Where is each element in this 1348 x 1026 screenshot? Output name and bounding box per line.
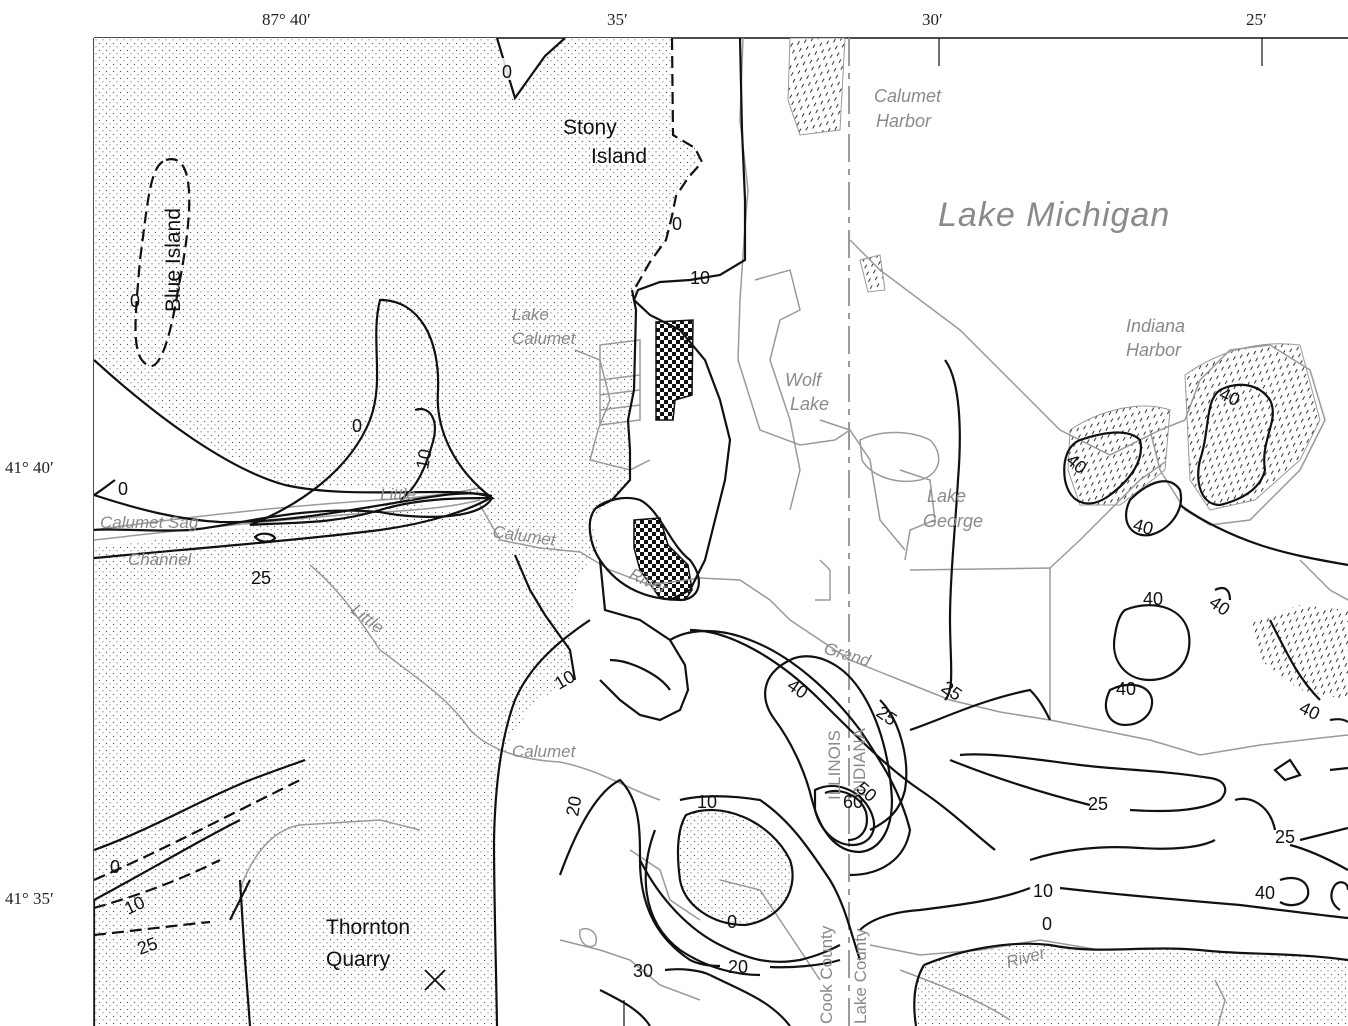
- calumet-sag-label: Calumet Sag: [100, 513, 199, 532]
- wolf-lake-label-line2: Lake: [790, 394, 829, 414]
- lake-calumet-label-line2: Calumet: [512, 329, 577, 348]
- dashed-pattern-areas: [787, 38, 1348, 700]
- contour-label-0: 0: [502, 62, 512, 82]
- contour-label-0: 0: [118, 479, 128, 499]
- contour-lines: [94, 38, 1348, 1026]
- contour-label-10: 10: [697, 792, 717, 812]
- left-tick-label-1: 41° 40′: [5, 458, 54, 477]
- contour-label-40: 40: [784, 675, 812, 703]
- grand-calumet-label: Grand: [822, 639, 873, 671]
- wolf-lake-label-line1: Wolf: [785, 370, 823, 390]
- contour-label-40: 40: [1116, 679, 1136, 699]
- stony-island-label-line1: Stony: [563, 116, 617, 139]
- top-tick-label-4: 25′: [1246, 10, 1267, 29]
- top-tick-label-1: 87° 40′: [262, 10, 311, 29]
- contour-label-60: 60: [843, 792, 863, 812]
- calumet-harbor-label-line1: Calumet: [874, 86, 942, 106]
- contour-label-0: 0: [352, 416, 362, 436]
- cook-county-label: Cook County: [817, 925, 836, 1024]
- calumet-harbor-label-line2: Harbor: [876, 111, 932, 131]
- channel-label: Channel: [128, 550, 193, 569]
- contour-label-25: 25: [251, 568, 271, 588]
- contour-label-40: 40: [1143, 589, 1163, 609]
- contour-label-10: 10: [690, 268, 710, 288]
- contour-label-40: 40: [1255, 883, 1275, 903]
- contour-label-10: 10: [1033, 881, 1053, 901]
- contour-label-40: 40: [1296, 697, 1323, 724]
- lake-george-label-line2: George: [923, 511, 983, 531]
- stony-island-label-line2: Island: [591, 145, 647, 168]
- contour-label-0: 0: [727, 912, 737, 932]
- blue-island-label: Blue Island: [162, 208, 185, 312]
- indiana-label: INDIANA: [850, 727, 869, 797]
- thornton-quarry-label-line2: Quarry: [326, 948, 391, 971]
- contour-label-30: 30: [633, 961, 653, 981]
- top-tick-label-3: 30′: [922, 10, 943, 29]
- left-tick-label-2: 41° 35′: [5, 889, 54, 908]
- contour-label-10: 10: [412, 447, 435, 470]
- contour-label-20: 20: [728, 957, 748, 977]
- contour-label-0: 0: [1042, 914, 1052, 934]
- quarry-symbol: [424, 969, 446, 991]
- checkered-areas: [633, 319, 694, 601]
- lake-george-label-line1: Lake: [927, 486, 966, 506]
- contour-label-25: 25: [1088, 794, 1108, 814]
- little-calumet-label-1: Little: [380, 485, 416, 504]
- contour-label-25: 25: [1275, 827, 1295, 847]
- contour-label-20: 20: [562, 794, 585, 817]
- stippled-areas: [94, 38, 1348, 1026]
- top-tick-label-2: 35′: [607, 10, 628, 29]
- contour-label-0: 0: [110, 857, 120, 877]
- thornton-quarry-label-line1: Thornton: [326, 916, 410, 939]
- indiana-harbor-label-line2: Harbor: [1126, 340, 1182, 360]
- contour-label-0: 0: [130, 291, 140, 311]
- calumet-river-label-2: Calumet: [512, 742, 577, 761]
- illinois-label: ILLINOIS: [825, 730, 844, 800]
- lake-calumet-label-line1: Lake: [512, 305, 549, 324]
- indiana-harbor-label-line1: Indiana: [1126, 316, 1185, 336]
- lake-michigan-label: Lake Michigan: [938, 196, 1170, 234]
- contour-label-25: 25: [938, 677, 966, 705]
- contour-label-0: 0: [672, 214, 682, 234]
- lake-county-label: Lake County: [851, 928, 870, 1024]
